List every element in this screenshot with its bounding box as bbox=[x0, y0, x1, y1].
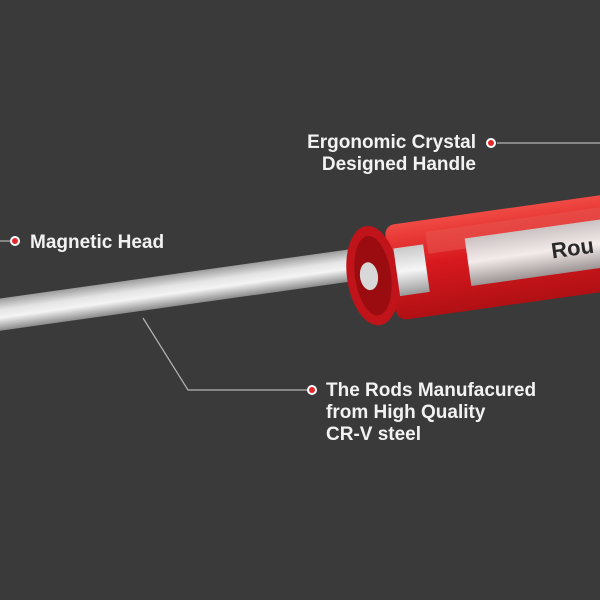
head-callout-dot bbox=[10, 236, 20, 246]
rod-callout-line-3: CR-V steel bbox=[326, 424, 422, 445]
rod-callout-line-1: The Rods Manufacured bbox=[326, 380, 537, 401]
handle-callout-line-2: Designed Handle bbox=[321, 154, 476, 175]
rod-callout-label: The Rods Manufacured from High Quality C… bbox=[326, 380, 536, 446]
steel-rod bbox=[0, 245, 383, 336]
handle-callout-line-1: Ergonomic Crystal bbox=[307, 132, 476, 153]
brand-logo-text: Rou bbox=[550, 233, 596, 264]
leader-lines bbox=[0, 142, 600, 391]
crystal-handle: Rou bbox=[346, 193, 600, 326]
leader-rod bbox=[142, 317, 310, 391]
head-callout-label: Magnetic Head bbox=[30, 232, 164, 254]
rod-callout-line-2: from High Quality bbox=[326, 402, 486, 423]
handle-callout-dot bbox=[486, 138, 496, 148]
rod-callout-dot bbox=[307, 385, 317, 395]
head-callout-line: Magnetic Head bbox=[30, 232, 165, 253]
handle-callout-label: Ergonomic Crystal Designed Handle bbox=[307, 132, 476, 176]
